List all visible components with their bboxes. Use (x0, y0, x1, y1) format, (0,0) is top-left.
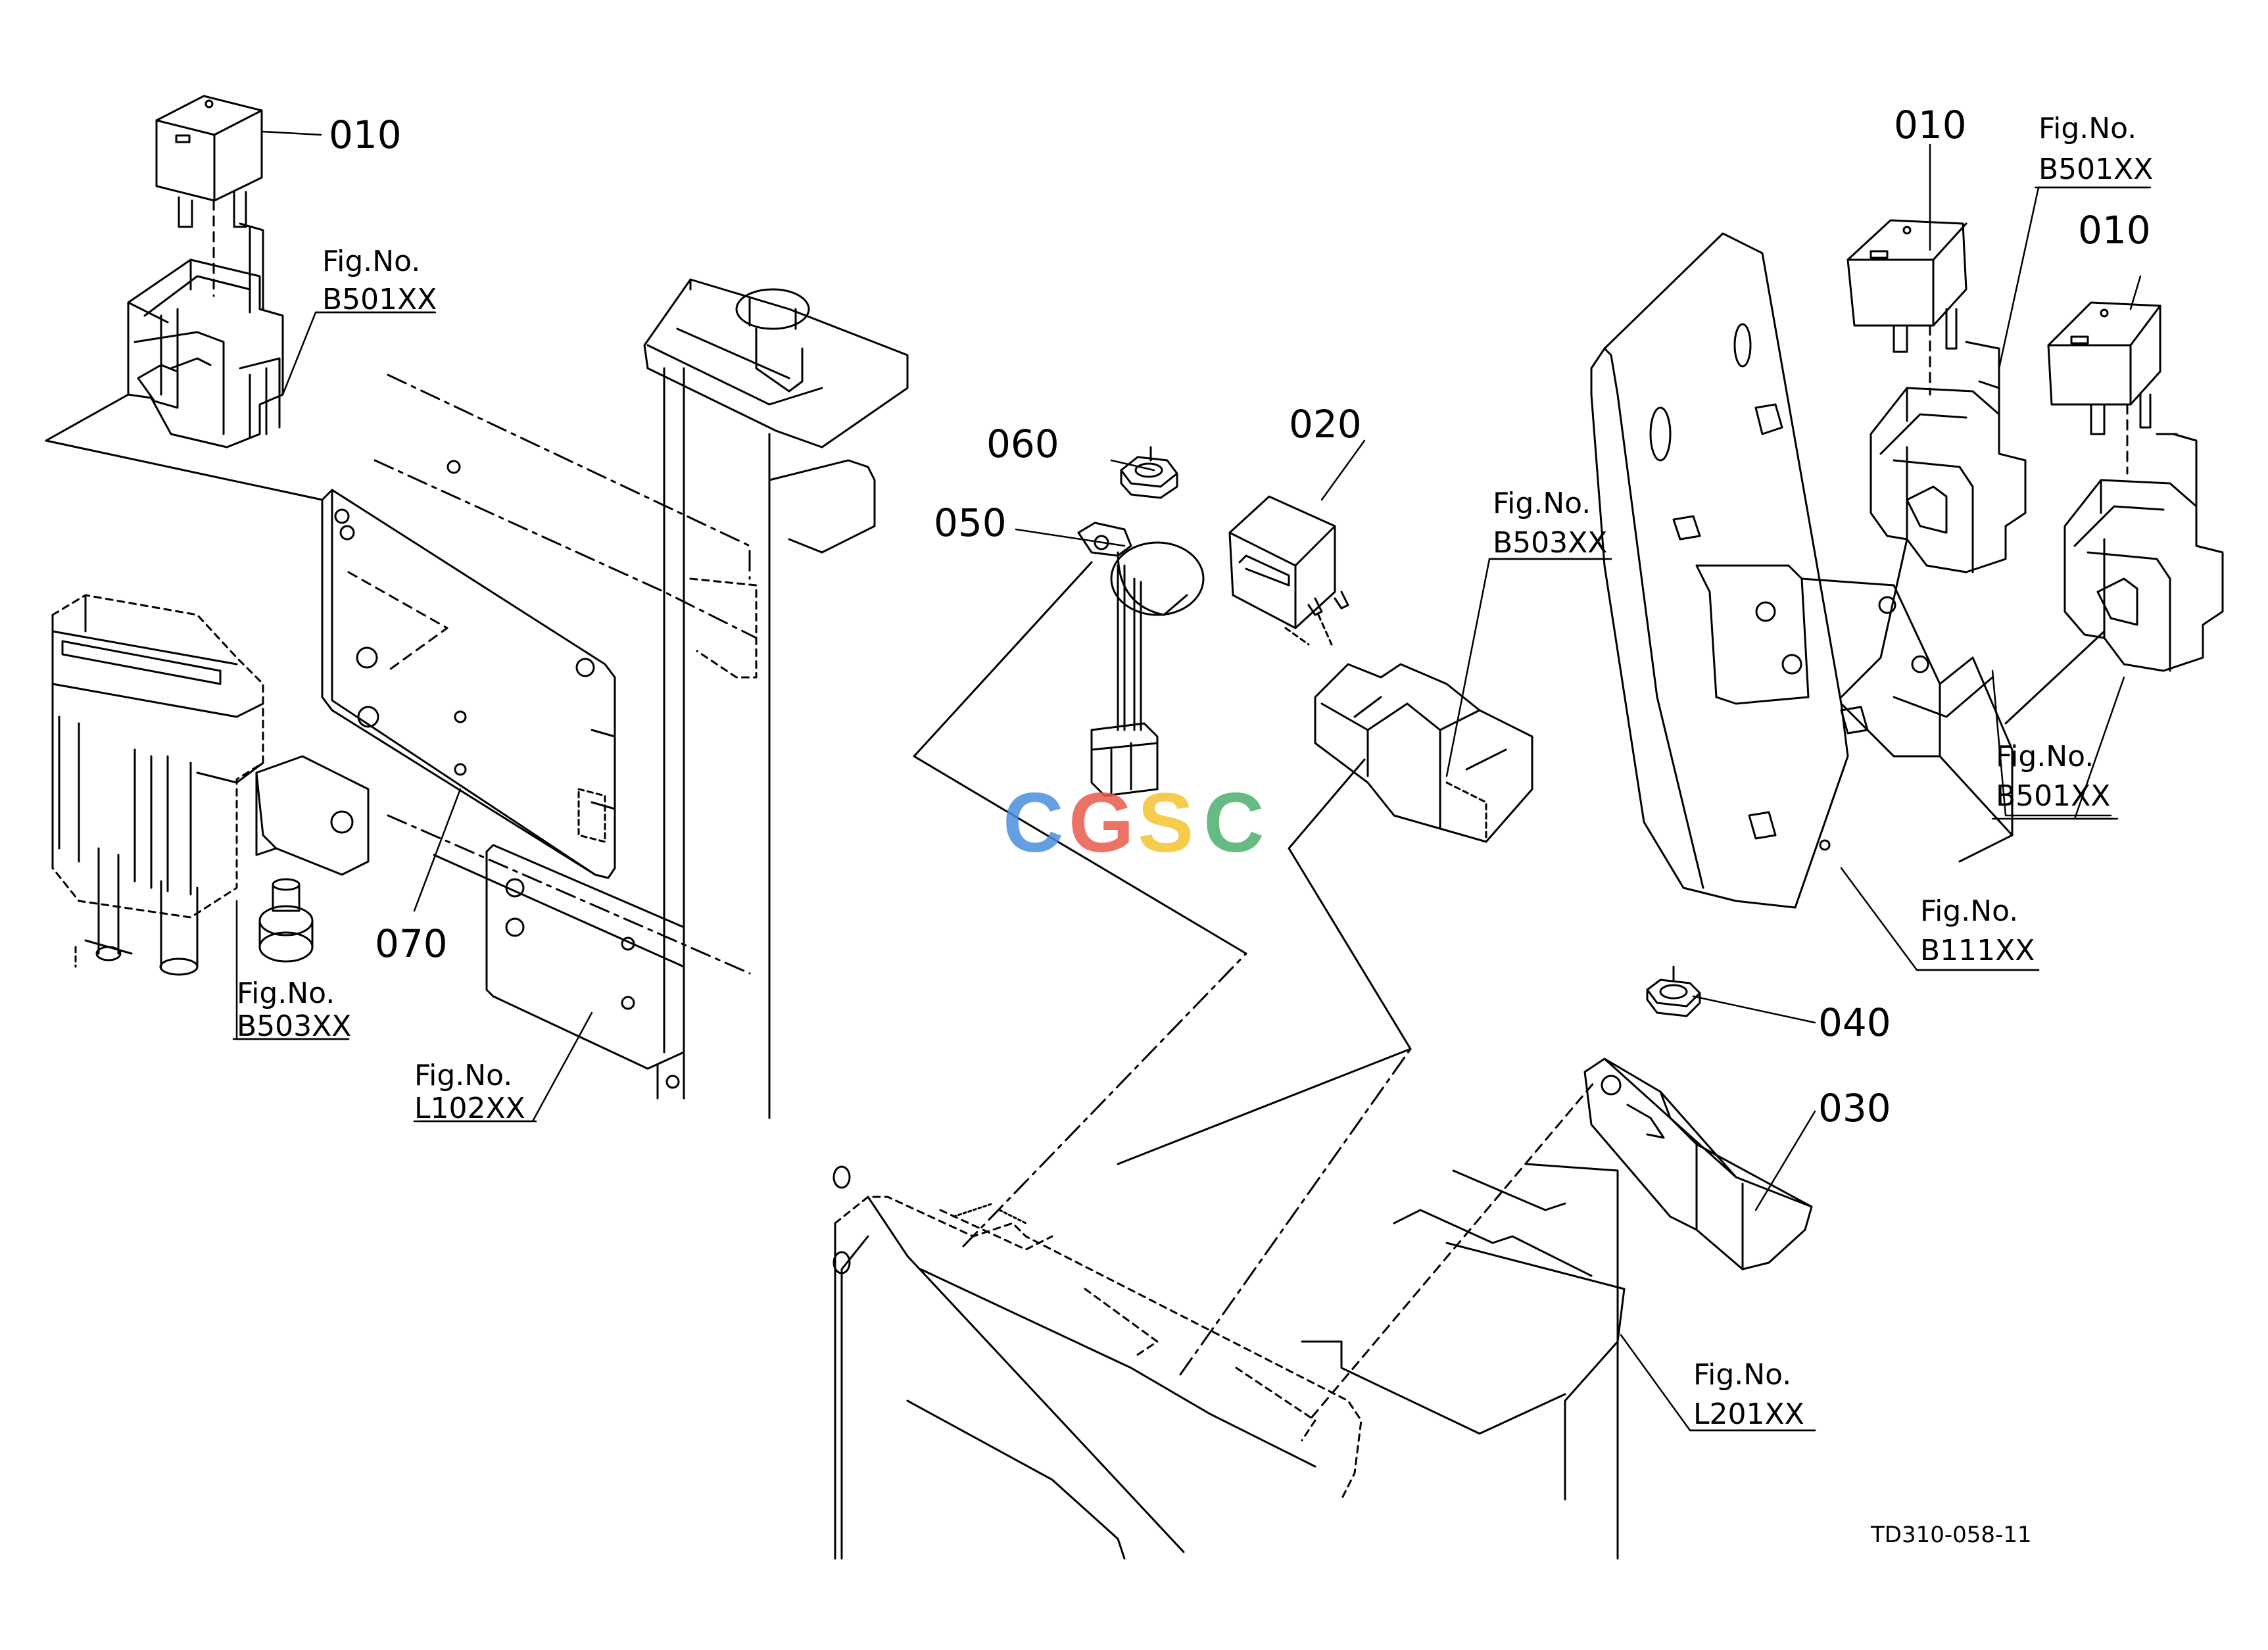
label-010-left: 010 (329, 112, 402, 157)
relay-box (51, 594, 264, 976)
fig-ref-b503-left: Fig.No. B503XX (237, 977, 351, 1043)
label-040: 040 (1818, 1000, 1891, 1045)
fig-ref-b501-top-right: Fig.No. B501XX (2039, 112, 2153, 186)
relay-socket-left (127, 222, 284, 449)
svg-text:B501XX: B501XX (322, 283, 437, 316)
frame-chassis (374, 278, 909, 1119)
label-060: 060 (986, 422, 1059, 466)
svg-text:Fig.No.: Fig.No. (1493, 487, 1591, 520)
fig-ref-l201: Fig.No. L201XX (1693, 1358, 1804, 1431)
svg-text:B501XX: B501XX (1996, 779, 2110, 813)
fig-ref-b501-top-left: Fig.No. B501XX (322, 245, 437, 316)
label-020: 020 (1289, 402, 1362, 447)
fig-ref-l102: Fig.No. L102XX (414, 1059, 525, 1125)
svg-text:Fig.No.: Fig.No. (1996, 740, 2094, 773)
leader-dashed-2 (1311, 1080, 1596, 1419)
relay-010-right-2 (2047, 301, 2161, 475)
mounting-plate (321, 489, 616, 879)
svg-text:B503XX: B503XX (237, 1009, 351, 1043)
svg-text:Fig.No.: Fig.No. (2039, 112, 2136, 145)
relay-socket-B503 (1314, 663, 1533, 843)
svg-text:L102XX: L102XX (414, 1092, 525, 1125)
label-050: 050 (934, 500, 1007, 545)
bracket-outline-left (45, 301, 324, 501)
support-bracket-L102 (485, 844, 685, 1100)
relay-socket-right-2 (2063, 433, 2224, 672)
leader-buzzer (913, 561, 1247, 955)
console-lower (832, 1163, 1626, 1560)
svg-text:Fig.No.: Fig.No. (414, 1059, 512, 1092)
diagram-code: TD310-058-11 (1870, 1522, 2032, 1548)
fig-ref-b111: Fig.No. B111XX (1920, 894, 2035, 967)
watermark-letter: C (1203, 776, 1264, 870)
relay-010-right-1 (1846, 219, 1967, 396)
bracket-030 (1583, 1057, 1813, 1271)
svg-text:B501XX: B501XX (2039, 153, 2153, 186)
fig-ref-underlines (232, 186, 2152, 1432)
svg-text:Fig.No.: Fig.No. (1693, 1358, 1791, 1392)
panel-B111 (1590, 232, 2014, 909)
relay-010-left (155, 95, 263, 297)
buzzer-050 (1077, 522, 1205, 797)
leader-right-relays (1840, 538, 2106, 725)
relay-socket-right-1 (1870, 341, 2027, 573)
watermark-letter: S (1138, 776, 1194, 870)
svg-text:B111XX: B111XX (1920, 934, 2035, 967)
svg-text:Fig.No.: Fig.No. (237, 977, 335, 1010)
watermark-letter: G (1069, 776, 1134, 870)
watermark-logo: C G S C (1003, 776, 1264, 870)
label-010-right-2: 010 (2078, 208, 2151, 253)
watermark-letter: C (1003, 776, 1063, 870)
svg-text:Fig.No.: Fig.No. (322, 245, 420, 278)
svg-text:Fig.No.: Fig.No. (1920, 894, 2018, 928)
svg-text:L201XX: L201XX (1693, 1397, 1804, 1431)
leader-socket (1117, 758, 1412, 1165)
nut-040 (1646, 965, 1701, 1017)
nut-060 (1120, 446, 1178, 499)
relay-020 (1228, 495, 1349, 646)
label-010-right-1: 010 (1894, 103, 1967, 147)
label-030: 030 (1818, 1086, 1891, 1130)
svg-text:B503XX: B503XX (1493, 526, 1607, 560)
mounting-bracket-small (255, 755, 370, 876)
fig-ref-b503-center: Fig.No. B503XX (1493, 487, 1607, 560)
bolt-left (258, 878, 314, 963)
label-070: 070 (375, 921, 448, 966)
fig-ref-b501-right: Fig.No. B501XX (1996, 740, 2110, 813)
leader-dashed-1 (962, 952, 1412, 1376)
